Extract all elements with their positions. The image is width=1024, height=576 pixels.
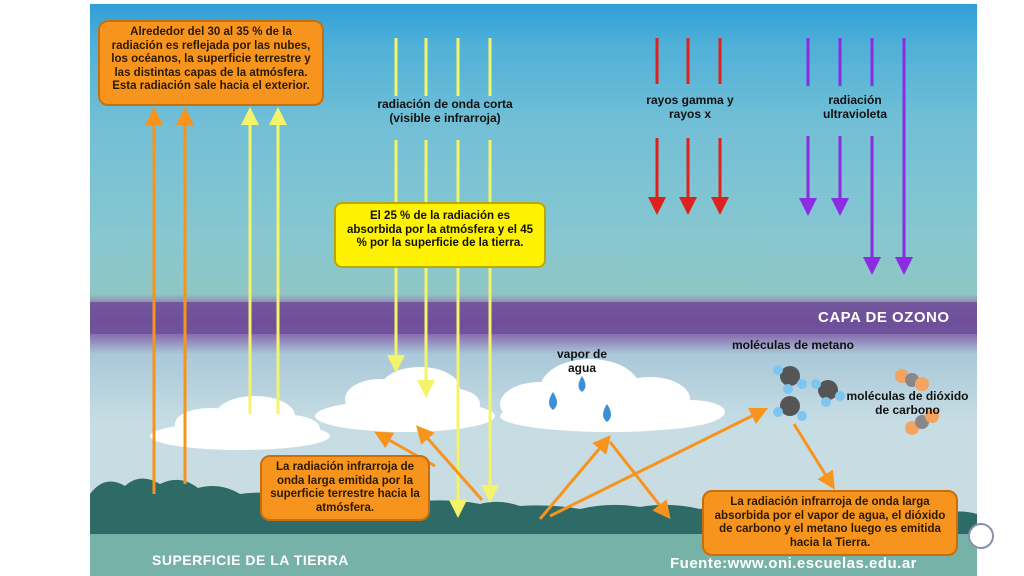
ozone-band — [90, 302, 977, 334]
uv-label: radiación ultravioleta — [822, 93, 888, 121]
slide-nav-button[interactable] — [968, 523, 994, 549]
cloud-left — [150, 396, 330, 450]
reflected-radiation-box: Alrededor del 30 al 35 % de la radiación… — [98, 20, 324, 106]
ozone-layer-label: CAPA DE OZONO — [818, 309, 950, 326]
infrared-arrows — [145, 107, 835, 520]
greenhouse-diagram: Alrededor del 30 al 35 % de la radiación… — [90, 4, 977, 576]
methane-molecules-icon — [773, 365, 845, 421]
ultraviolet-arrows — [799, 38, 913, 275]
infrared-emitted-box: La radiación infrarroja de onda larga em… — [260, 455, 430, 521]
absorbed-radiation-box: El 25 % de la radiación es absorbida por… — [334, 202, 546, 268]
short-wave-arrows — [241, 38, 499, 518]
surface-label: SUPERFICIE DE LA TIERRA — [152, 552, 349, 568]
gamma-label: rayos gamma y rayos x — [646, 93, 734, 121]
gamma-ray-arrows — [648, 38, 729, 215]
water-vapor-label: vapor de agua — [556, 347, 607, 375]
co2-molecules-icon — [895, 369, 939, 435]
co2-label: moléculas de dióxido de carbono — [846, 389, 969, 417]
cloud-center — [315, 367, 495, 432]
infrared-absorbed-box: La radiación infrarroja de onda larga ab… — [702, 490, 958, 556]
source-label: Fuente:www.oni.escuelas.edu.ar — [670, 555, 918, 572]
methane-label: moléculas de metano — [731, 338, 855, 352]
water-drop-icon — [549, 376, 611, 422]
short-wave-label: radiación de onda corta (visible e infra… — [377, 97, 513, 125]
